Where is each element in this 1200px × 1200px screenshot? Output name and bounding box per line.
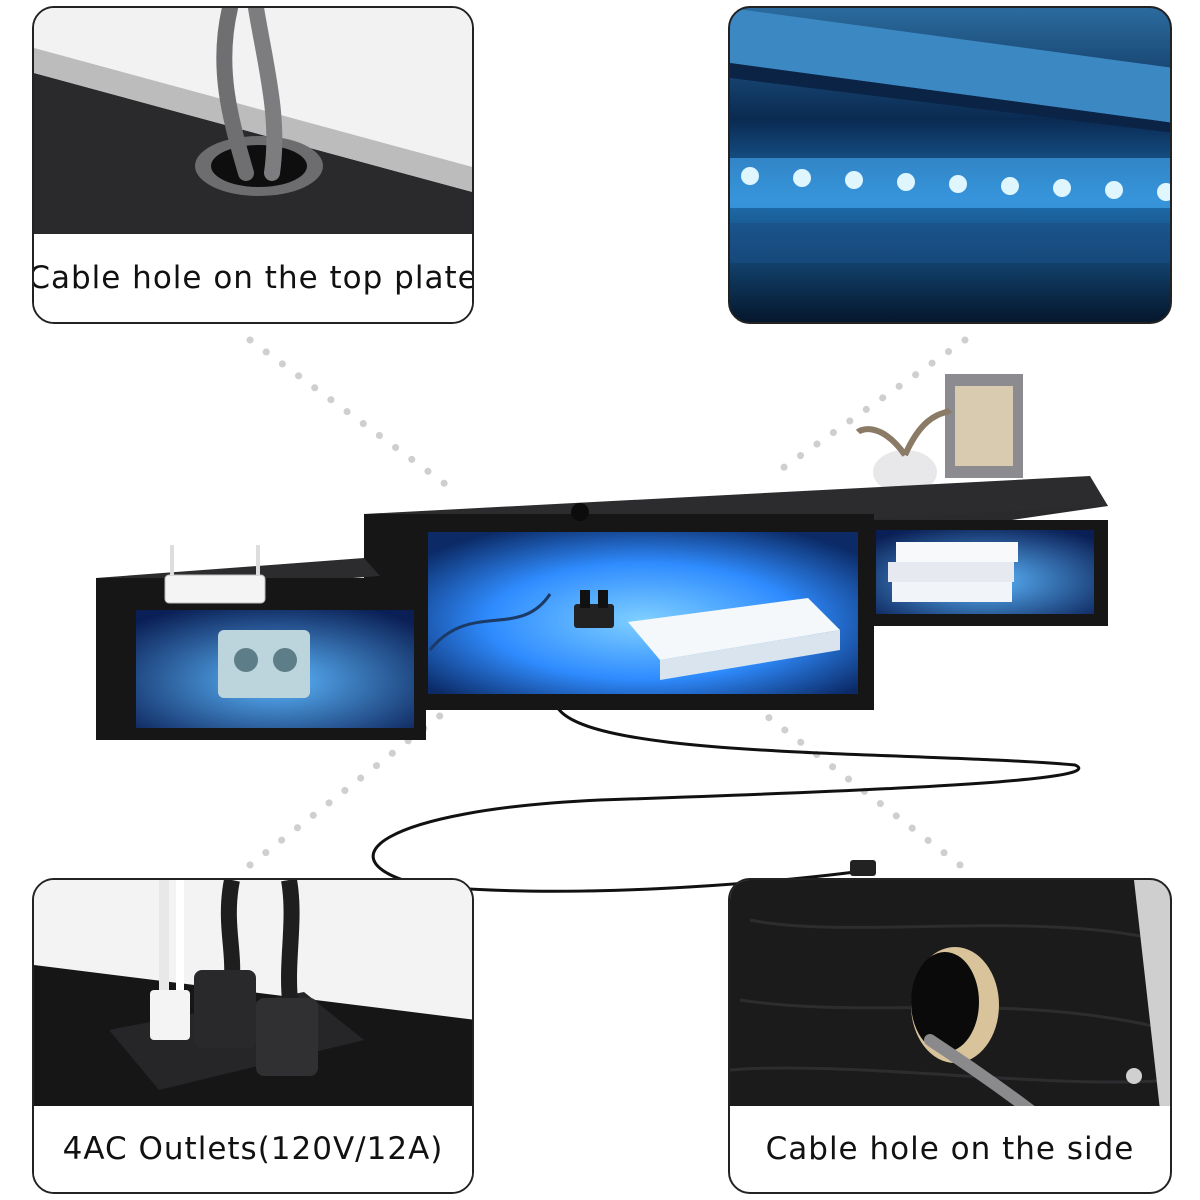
- power-strip-icon: [574, 590, 614, 628]
- callout-top-right: [728, 6, 1172, 324]
- top-cable-hole: [571, 503, 589, 521]
- callout-top-left: Cable hole on the top plate: [32, 6, 474, 324]
- power-cable: [371, 699, 1081, 893]
- router-icon: [164, 545, 266, 604]
- caption-top-left: Cable hole on the top plate: [34, 234, 472, 322]
- speaker-icon: [218, 630, 310, 698]
- caption-bottom-left: 4AC Outlets(120V/12A): [34, 1106, 472, 1192]
- photo-frame-icon: [945, 374, 1023, 478]
- callout-bottom-left: 4AC Outlets(120V/12A): [32, 878, 474, 1194]
- books-icon: [888, 542, 1018, 602]
- media-player-icon: [628, 598, 840, 680]
- led-strip-icon: [730, 8, 1170, 322]
- caption-bottom-right: Cable hole on the side: [730, 1106, 1170, 1192]
- callout-bottom-right: Cable hole on the side: [728, 878, 1172, 1194]
- cable-plug: [850, 860, 876, 876]
- plant-icon: [855, 407, 953, 494]
